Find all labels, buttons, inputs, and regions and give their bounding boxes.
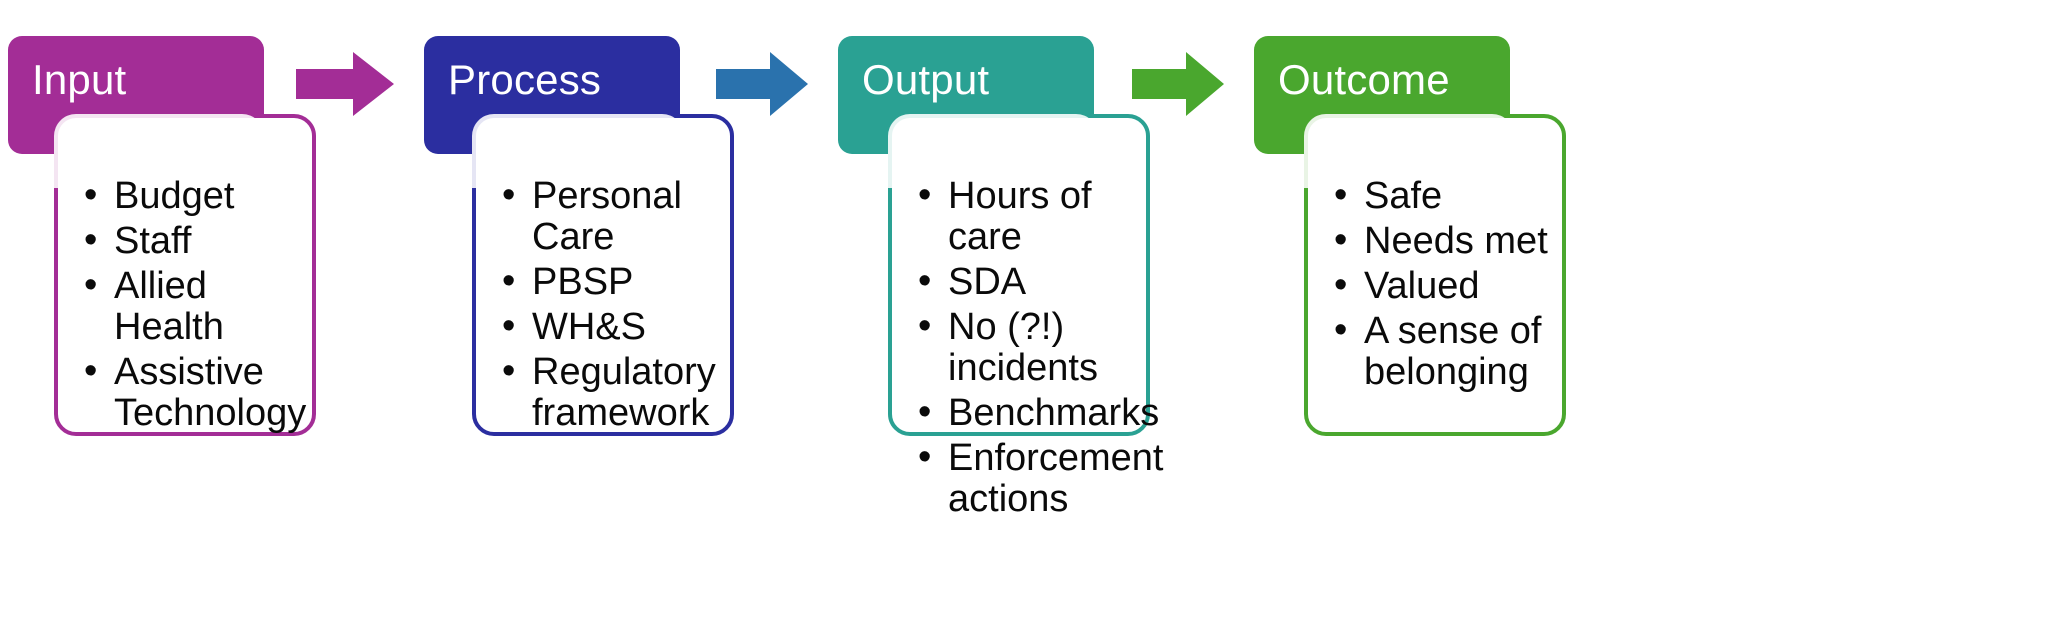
right-block-arrow-icon-input-to-process	[296, 52, 394, 116]
list-item: Regulatory framework	[498, 351, 716, 434]
list-item: PBSP	[498, 261, 716, 303]
list-item: Assistive Technology	[80, 351, 306, 434]
list-item: A sense of belonging	[1330, 310, 1548, 393]
bullet-list-outcome: Safe Needs met Valued A sense of belongi…	[1330, 175, 1548, 397]
stage-title-process: Process	[448, 56, 602, 103]
list-item: Budget	[80, 175, 298, 217]
bullet-list-output: Hours of care SDA No (?!) incidents Benc…	[914, 175, 1163, 524]
stage-title-output: Output	[862, 56, 990, 103]
list-item: Allied Health	[80, 265, 298, 348]
list-item: Hours of care	[914, 175, 1132, 258]
stage-card-input[interactable]: Budget Staff Allied Health Assistive Tec…	[54, 114, 316, 436]
list-item: Benchmarks	[914, 392, 1159, 434]
bullet-list-process: Personal Care PBSP WH&S Regulatory frame…	[498, 175, 716, 438]
list-item: SDA	[914, 261, 1132, 303]
right-block-arrow-icon-process-to-output	[716, 52, 808, 116]
list-item: Safe	[1330, 175, 1548, 217]
stage-title-outcome: Outcome	[1278, 56, 1450, 103]
stage-card-process[interactable]: Personal Care PBSP WH&S Regulatory frame…	[472, 114, 734, 436]
list-item: Enforcement actions	[914, 437, 1163, 520]
list-item: Valued	[1330, 265, 1548, 307]
list-item: WH&S	[498, 306, 716, 348]
list-item: Needs met	[1330, 220, 1548, 262]
bullet-list-input: Budget Staff Allied Health Assistive Tec…	[80, 175, 306, 438]
stage-card-output[interactable]: Hours of care SDA No (?!) incidents Benc…	[888, 114, 1163, 520]
stage-header-output[interactable]: Output	[838, 36, 1094, 154]
list-item: No (?!) incidents	[914, 306, 1132, 389]
list-item: Personal Care	[498, 175, 716, 258]
right-block-arrow-icon-output-to-outcome	[1132, 52, 1224, 116]
stage-title-input: Input	[32, 56, 127, 103]
stage-card-outcome[interactable]: Safe Needs met Valued A sense of belongi…	[1304, 114, 1566, 436]
list-item: Staff	[80, 220, 298, 262]
